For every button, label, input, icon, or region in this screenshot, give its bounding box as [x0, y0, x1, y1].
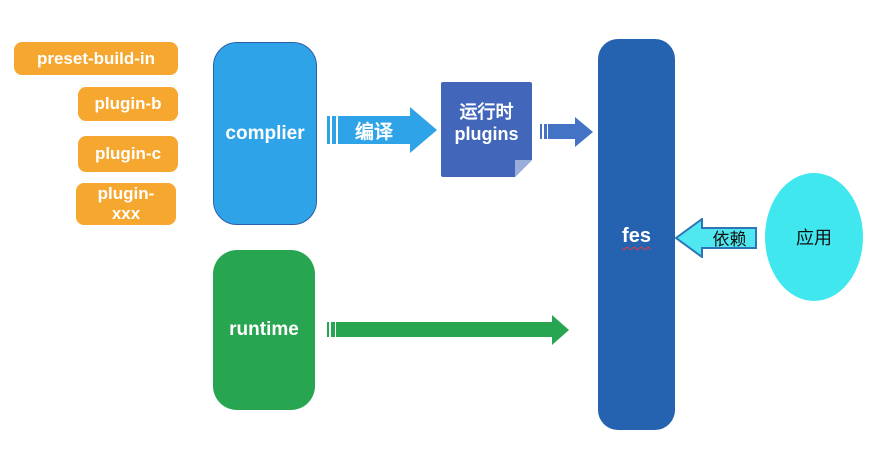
chip-plugin-b: plugin-b: [78, 87, 178, 121]
chip-plugin-c-label: plugin-c: [94, 144, 162, 164]
compile-arrow-body: 编译: [338, 116, 410, 144]
runtime-plugins-note-line1: 运行时: [459, 102, 514, 123]
note-to-fes-arrow-stripe-1: [540, 124, 542, 139]
compile-arrow-head-icon: [410, 107, 437, 153]
note-to-fes-arrow-body: [548, 124, 575, 139]
complier-label: complier: [225, 122, 305, 144]
chip-plugin-b-label: plugin-b: [94, 94, 162, 114]
depends-arrow-label: 依赖: [712, 230, 747, 249]
runtime-to-fes-arrow-stripe-2: [331, 322, 335, 337]
chip-plugin-c: plugin-c: [78, 136, 178, 172]
runtime-label: runtime: [229, 319, 299, 340]
complier-node: complier: [213, 42, 317, 225]
runtime-plugins-note-line2: plugins: [454, 123, 519, 144]
runtime-to-fes-arrow-stripe-1: [327, 322, 329, 337]
runtime-to-fes-arrow-body: [336, 322, 552, 337]
application-label: 应用: [796, 228, 832, 248]
chip-preset-build-in-label: preset-build-in: [36, 48, 156, 68]
application-ellipse: 应用: [765, 173, 863, 301]
compile-arrow-stripe-2: [332, 116, 336, 144]
chip-preset-build-in: preset-build-in: [14, 42, 178, 75]
fes-label: fes: [622, 225, 651, 247]
runtime-to-fes-arrow-head-icon: [552, 315, 569, 345]
fes-node: fes: [598, 39, 675, 430]
chip-plugin-xxx: plugin-xxx: [76, 183, 176, 225]
chip-plugin-xxx-label: plugin-xxx: [97, 184, 155, 223]
depends-arrow-icon: [675, 218, 757, 258]
note-to-fes-arrow-stripe-2: [544, 124, 547, 139]
compile-arrow-stripe-1: [327, 116, 330, 144]
runtime-plugins-note: 运行时 plugins: [441, 82, 532, 177]
compile-arrow-label: 编译: [354, 121, 393, 143]
runtime-node: runtime: [213, 250, 315, 410]
note-to-fes-arrow-head-icon: [575, 117, 593, 147]
